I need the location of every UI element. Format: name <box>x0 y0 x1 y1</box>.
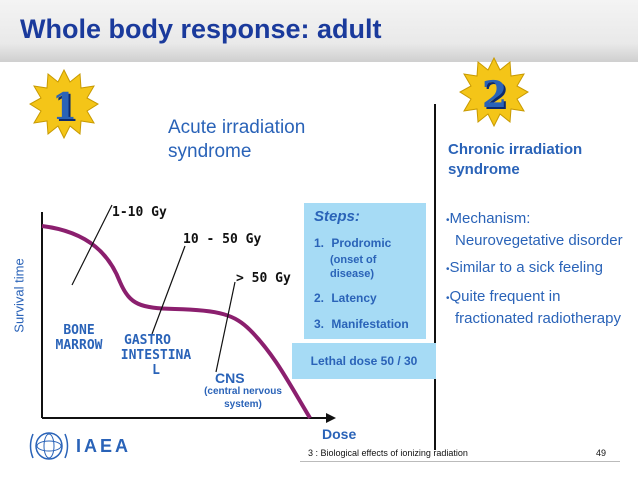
page-number: 49 <box>596 448 607 458</box>
region-cns: CNS <box>215 370 245 386</box>
y-axis-label: Survival time <box>11 258 27 333</box>
x-axis-arrowhead <box>326 413 336 423</box>
badge-2-starburst <box>459 56 529 128</box>
step-3-label: Manifestation <box>331 317 409 331</box>
footer-rule <box>300 461 620 462</box>
badge-1-number: 1 <box>52 86 78 128</box>
lethal-dose-box: Lethal dose 50 / 30 <box>292 343 436 379</box>
bullet-item: •Mechanism: Neurovegetative disorder <box>446 210 623 249</box>
region-intestinal-line: INTESTINA <box>120 348 192 363</box>
x-axis-label: Dose <box>322 426 357 442</box>
region-intestinal-suffix: L <box>152 363 160 378</box>
step-1-label: Prodromic <box>331 236 392 250</box>
step-1-sub: (onset of disease) <box>330 253 376 281</box>
region-bone-marrow: BONE MARROW <box>44 323 114 353</box>
slide-title: Whole body response: adult <box>20 14 382 44</box>
title-band <box>0 0 638 62</box>
chronic-line-1: Chronic irradiation <box>448 141 583 158</box>
region-cns-description: (central nervous system) <box>195 385 291 411</box>
footer-caption: 3 : Biological effects of ionizing radia… <box>308 448 468 458</box>
iaea-logo <box>29 432 69 460</box>
dose-range-over-50gy: > 50 Gy <box>236 271 291 286</box>
acute-line-1: Acute irradiation <box>168 117 306 138</box>
step-3-number: 3. <box>314 317 325 331</box>
step-2-label: Latency <box>331 291 377 305</box>
bullet-text: Similar to a sick feeling <box>449 259 603 276</box>
region-marrow-line: MARROW <box>55 338 103 353</box>
region-bone-line: BONE <box>63 323 95 338</box>
steps-box: Steps: 1. Prodromic (onset of disease) 2… <box>304 203 426 339</box>
cns-sub-line-1: (central nervous <box>204 386 282 397</box>
pointer-1-10gy <box>71 204 113 286</box>
step-1: 1. Prodromic <box>314 236 391 250</box>
step-3: 3. Manifestation <box>314 317 409 331</box>
step-1-sub-line-2: disease) <box>330 268 375 280</box>
bullet-item: •Quite frequent in fractionated radiothe… <box>446 288 621 327</box>
pointer-10-50gy <box>151 245 186 335</box>
badge-1-starburst <box>29 68 99 140</box>
chronic-bullet-list: •Mechanism: Neurovegetative disorder •Si… <box>446 209 626 336</box>
bullet-item: •Similar to a sick feeling <box>446 259 603 276</box>
steps-title: Steps: <box>314 208 360 225</box>
cns-sub-line-2: system) <box>224 399 262 410</box>
chronic-syndrome-label: Chronic irradiation syndrome <box>448 140 582 180</box>
bullet-text: Quite frequent in fractionated radiother… <box>449 288 621 327</box>
step-1-number: 1. <box>314 236 325 250</box>
chronic-line-2: syndrome <box>448 161 520 178</box>
dose-range-1-10gy: 1-10 Gy <box>112 205 167 220</box>
step-2: 2. Latency <box>314 291 377 305</box>
acute-syndrome-label: Acute irradiation syndrome <box>168 116 305 164</box>
region-gastro-line: GASTRO <box>124 333 171 348</box>
badge-2-number: 2 <box>482 74 508 116</box>
pointer-50gy <box>215 281 236 373</box>
survival-curve <box>41 224 312 420</box>
step-2-number: 2. <box>314 291 325 305</box>
region-gastro-intestinal: GASTRO INTESTINA L <box>112 333 200 378</box>
acute-line-2: syndrome <box>168 141 252 162</box>
vertical-divider <box>434 104 436 450</box>
iaea-wordmark: IAEA <box>76 436 132 456</box>
bullet-text: Mechanism: Neurovegetative disorder <box>449 210 623 249</box>
dose-range-10-50gy: 10 - 50 Gy <box>183 232 262 247</box>
step-1-sub-line-1: (onset of <box>330 254 377 266</box>
